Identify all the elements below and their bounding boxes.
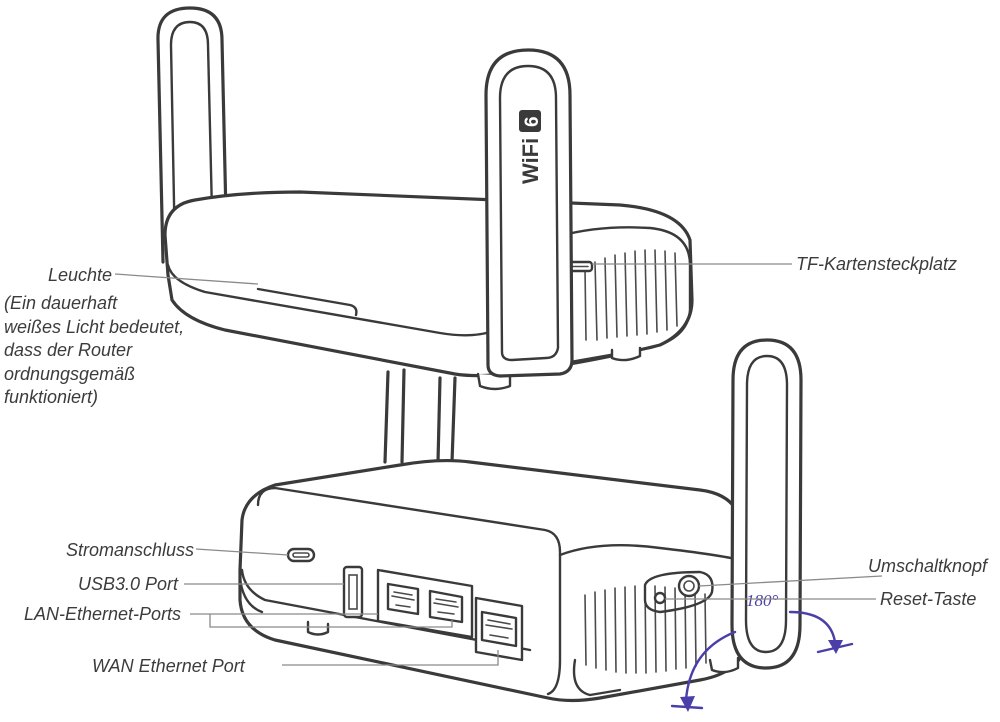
label-wan-port: WAN Ethernet Port [92, 656, 245, 676]
power-port [286, 547, 316, 563]
leader-switch [698, 575, 883, 587]
wifi6-antenna [484, 48, 574, 378]
leader-lines [114, 263, 883, 666]
svg-text:6: 6 [522, 116, 543, 127]
leader-leuchte [114, 273, 259, 285]
reset-button [653, 591, 667, 605]
rotation-label: 180° [746, 591, 779, 610]
label-reset-button: Reset-Taste [880, 589, 977, 609]
label-tf-card-slot: TF-Kartensteckplatz [796, 254, 958, 274]
toggle-switch [677, 574, 701, 598]
top-router: WiFi 6 [156, 6, 694, 391]
top-router-body [163, 190, 694, 378]
label-leuchte-note: (Ein dauerhaft weißes Licht bedeutet, da… [4, 293, 185, 407]
leader-power [195, 548, 289, 556]
side-antenna [730, 338, 803, 670]
lan-port-1 [386, 582, 420, 616]
wan-port [480, 610, 518, 648]
leader-wan [282, 650, 499, 666]
wifi6-logo: WiFi 6 [518, 110, 543, 184]
lan-port-2 [428, 589, 464, 624]
svg-text:WiFi: WiFi [518, 138, 543, 184]
rotation-indicator: 180° [670, 591, 854, 712]
label-toggle-switch: Umschaltknopf [868, 556, 988, 576]
leader-lan [190, 613, 453, 628]
stand [383, 368, 457, 464]
status-light-strip [256, 287, 358, 317]
label-lan-ports: LAN-Ethernet-Ports [24, 604, 182, 624]
label-usb-port: USB3.0 Port [78, 574, 179, 594]
label-power-port: Stromanschluss [66, 540, 195, 560]
label-leuchte: Leuchte [47, 265, 112, 285]
bottom-router [238, 338, 803, 703]
